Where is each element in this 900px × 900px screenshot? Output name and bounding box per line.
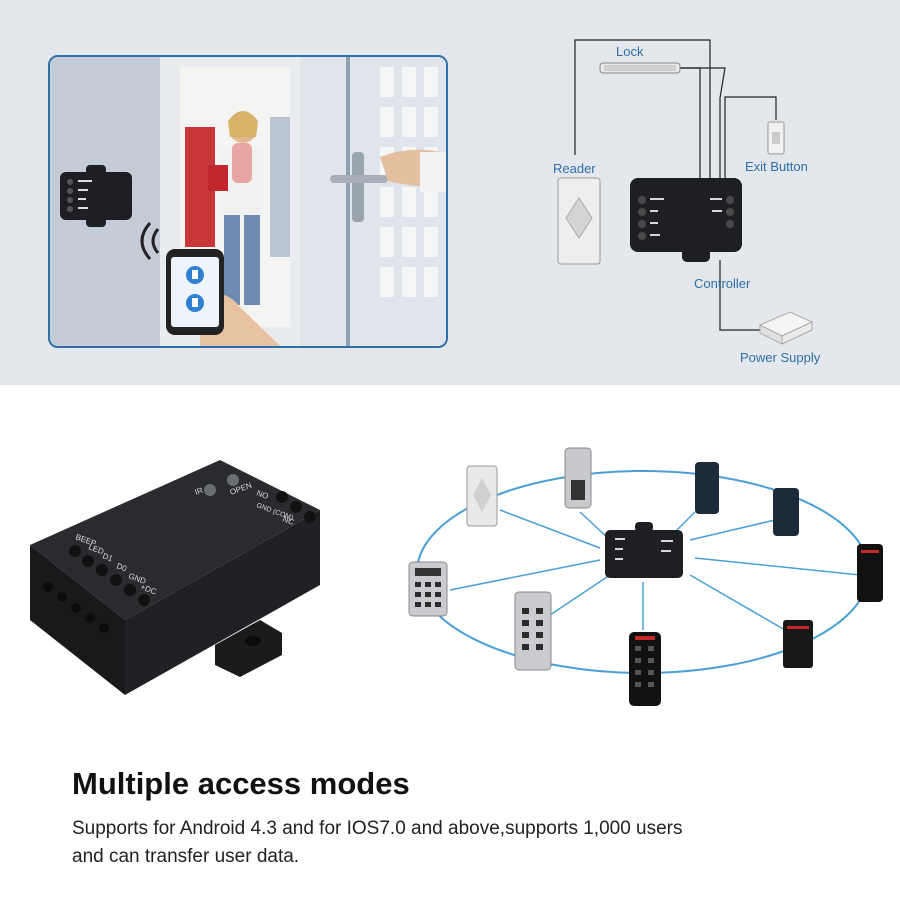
- lock-device-icon: [599, 62, 681, 74]
- terminal-label-nc: NC: [281, 514, 295, 526]
- power-supply-label: Power Supply: [740, 350, 821, 365]
- controller-device-icon: [630, 178, 742, 262]
- terminal-label-d0: D0: [115, 561, 128, 573]
- controller-label: Controller: [694, 276, 751, 291]
- description: Supports for Android 4.3 and for IOS7.0 …: [72, 815, 832, 871]
- reader-label: Reader: [553, 161, 596, 176]
- smartphone-icon: [166, 249, 280, 346]
- reader-device-icon: [466, 465, 498, 527]
- wireless-icon: [140, 222, 160, 260]
- power-supply-icon: [758, 311, 814, 345]
- ir-label: IR: [194, 486, 205, 497]
- network-controller-icon: [605, 522, 683, 578]
- reader-device-icon: [557, 177, 601, 265]
- headline: Multiple access modes: [72, 766, 410, 801]
- keypad-reader-icon: [629, 632, 661, 706]
- exit-button-icon: [767, 121, 785, 155]
- black-reader-icon: [857, 544, 883, 602]
- metal-reader-icon: [564, 447, 592, 509]
- terminal-label-no: NO: [255, 488, 269, 501]
- usage-photo: [48, 55, 448, 348]
- metal-keypad-icon: [408, 561, 448, 617]
- description-line-2: and can transfer user data.: [72, 846, 300, 867]
- wall-controller-icon: [60, 165, 132, 227]
- keyfob-icon: [773, 488, 799, 536]
- card-reader-icon: [783, 620, 813, 668]
- controller-product-image: BEEP LED D1 D0 GND +DC NO GND (COM) NC I…: [20, 455, 400, 700]
- terminal-label-d1: D1: [101, 551, 114, 563]
- exit-button-label: Exit Button: [745, 159, 808, 174]
- metal-keypad-icon: [514, 591, 552, 671]
- lock-label: Lock: [616, 44, 644, 59]
- keyfob-icon: [695, 462, 719, 514]
- wiring-diagram: Lock Reader Exit Button Controller Power…: [520, 30, 890, 375]
- description-line-1: Supports for Android 4.3 and for IOS7.0 …: [72, 818, 683, 839]
- compatible-devices-network: [405, 440, 900, 715]
